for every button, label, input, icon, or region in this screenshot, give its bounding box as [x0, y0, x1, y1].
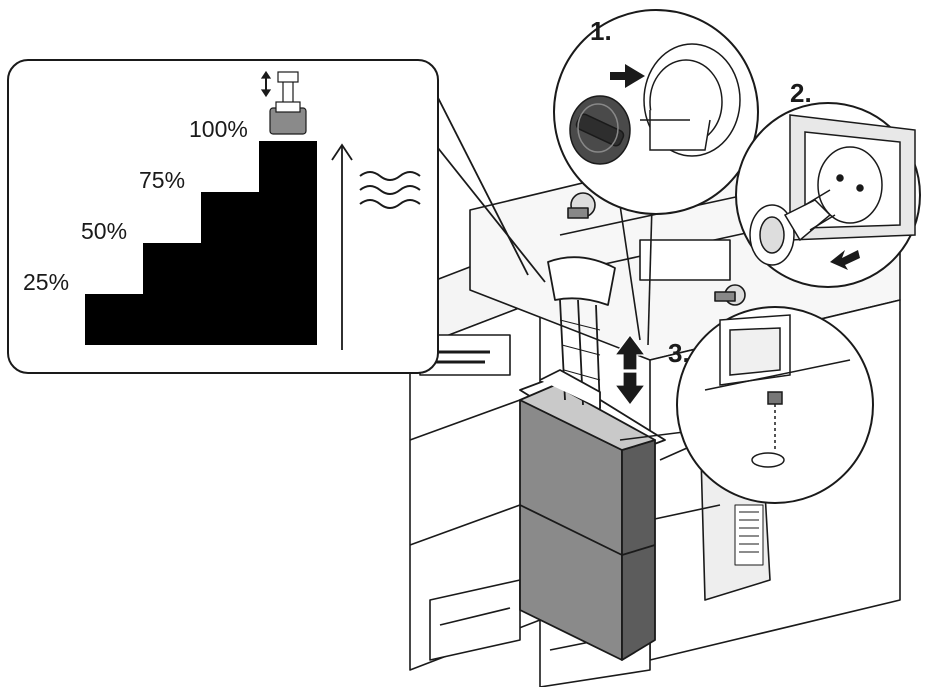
step-2-detail: 2. [735, 78, 921, 288]
up-down-arrows [613, 334, 647, 406]
level-step-base [201, 294, 259, 345]
step-2-label: 2. [790, 78, 812, 108]
water-tank[interactable] [519, 256, 666, 661]
vent-grille [734, 504, 764, 566]
step-3-detail: 3. [619, 306, 874, 504]
level-label-75: 75% [139, 167, 185, 193]
step-1-label: 1. [590, 16, 612, 46]
drain-plug[interactable] [749, 189, 836, 266]
level-step-25 [85, 294, 143, 345]
level-step-base [143, 294, 201, 345]
level-label-100: 100% [189, 116, 248, 142]
level-label-50: 50% [81, 218, 127, 244]
insert-arrow [610, 64, 645, 88]
filter-cap[interactable] [569, 95, 631, 165]
tank-socket [640, 43, 741, 157]
fill-level-callout: 25% 50% 75% 100% [7, 59, 546, 374]
step-1-detail: 1. [553, 9, 759, 346]
level-step-base [259, 294, 317, 345]
level-up-arrow [331, 143, 353, 350]
float-icon [260, 70, 307, 135]
water-waves-icon [359, 171, 421, 209]
level-label-25: 25% [23, 269, 69, 295]
push-arrow [830, 250, 860, 270]
float-handle[interactable] [539, 256, 616, 411]
tank-seat [704, 314, 851, 468]
step-3-label: 3. [668, 338, 690, 368]
level-staircase [85, 141, 317, 345]
